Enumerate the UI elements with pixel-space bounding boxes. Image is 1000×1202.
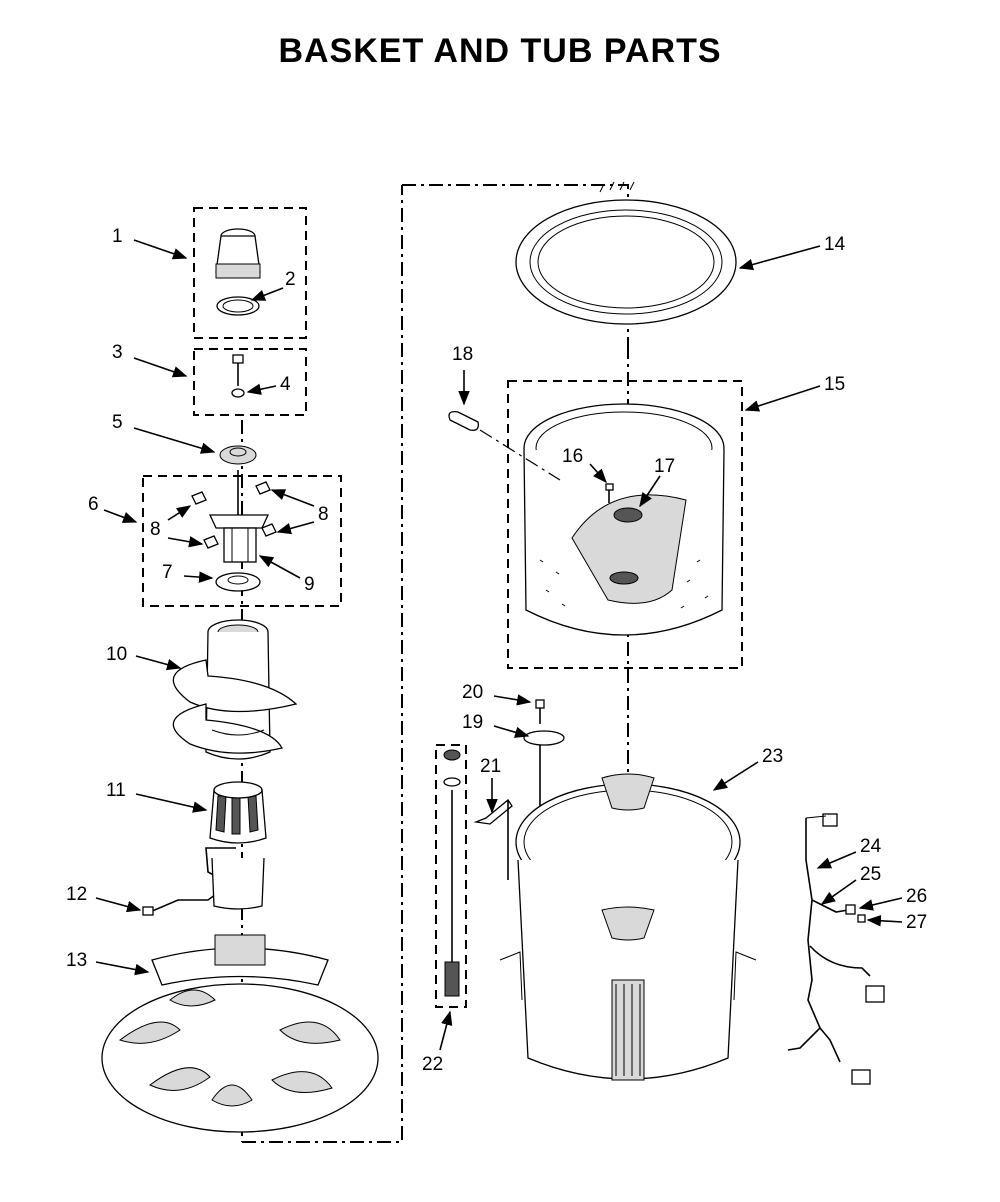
- callout-20: 20: [462, 682, 532, 706]
- callout-9: 9: [258, 555, 315, 595]
- callout-21: 21: [480, 756, 501, 814]
- part-11-drive-block: [209, 781, 267, 844]
- callout-label: 8: [150, 519, 161, 540]
- callout-label: 6: [88, 494, 99, 515]
- part-14-tub-ring: [515, 181, 737, 325]
- part-22-suspension-rod: [435, 744, 467, 1008]
- callout-label: 22: [422, 1054, 443, 1075]
- callout-4: 4: [246, 374, 291, 395]
- callout-label: 1: [112, 226, 123, 247]
- callout-label: 25: [860, 864, 881, 885]
- part-23-outer-tub: [499, 773, 757, 1081]
- callout-label: 17: [654, 456, 675, 477]
- part-12-screw-wire: [142, 847, 265, 916]
- callout-label: 23: [762, 746, 783, 767]
- part-10-auger: [172, 619, 298, 760]
- callout-label: 18: [452, 344, 473, 365]
- callout-18: 18: [452, 344, 473, 406]
- callout-16: 16: [562, 446, 607, 484]
- diagram-title: BASKET AND TUB PARTS: [278, 32, 722, 70]
- part-5-hub: [219, 445, 257, 465]
- callout-12: 12: [66, 884, 142, 913]
- callout-10: 10: [106, 644, 182, 671]
- callout-label: 24: [860, 836, 882, 857]
- callout-label: 5: [112, 412, 123, 433]
- callout-23: 23: [712, 746, 783, 791]
- callout-11: 11: [106, 780, 208, 813]
- callout-6: 6: [88, 494, 138, 523]
- callout-13: 13: [66, 950, 150, 976]
- part-24-27-wire-harness: [787, 813, 885, 1085]
- callout-label: 4: [280, 374, 291, 395]
- callout-25: 25: [820, 864, 881, 905]
- callout-label: 12: [66, 884, 87, 905]
- callout-8-right: 8: [270, 489, 329, 535]
- callout-24: 24: [816, 836, 882, 869]
- part-18-clip: [448, 411, 561, 481]
- callout-8-left: 8: [150, 505, 204, 548]
- callout-label: 20: [462, 682, 483, 703]
- callout-label: 10: [106, 644, 127, 665]
- part-16-screw: [605, 483, 614, 503]
- part-21-spring: [473, 799, 513, 880]
- part-15-basket-assembly: [507, 380, 743, 669]
- callout-label: 16: [562, 446, 583, 467]
- callout-2: 2: [250, 269, 296, 301]
- part-1-cap: [193, 207, 307, 339]
- callout-22: 22: [422, 1010, 453, 1075]
- part-6-clutch-assembly: [142, 470, 342, 607]
- callout-19: 19: [462, 712, 530, 738]
- callout-label: 26: [906, 886, 927, 907]
- callout-27: 27: [866, 912, 927, 933]
- callout-3: 3: [112, 342, 188, 378]
- callout-label: 19: [462, 712, 483, 733]
- callout-label: 11: [106, 780, 126, 801]
- callout-label: 8: [318, 504, 329, 525]
- callout-label: 9: [304, 574, 315, 595]
- callout-17: 17: [639, 456, 675, 508]
- callout-label: 21: [480, 756, 501, 777]
- callout-label: 2: [285, 269, 296, 290]
- part-13-impeller: [101, 934, 379, 1133]
- callout-15: 15: [744, 374, 845, 412]
- callout-7: 7: [162, 562, 214, 583]
- callout-label: 13: [66, 950, 87, 971]
- callout-14: 14: [738, 234, 846, 271]
- callout-label: 27: [906, 912, 927, 933]
- callout-label: 3: [112, 342, 123, 363]
- callout-5: 5: [112, 412, 216, 454]
- part-3-bolt: [193, 348, 307, 416]
- callout-26: 26: [858, 886, 927, 911]
- callout-label: 14: [824, 234, 846, 255]
- callout-label: 15: [824, 374, 845, 395]
- callout-1: 1: [112, 226, 188, 260]
- callout-label: 7: [162, 562, 173, 583]
